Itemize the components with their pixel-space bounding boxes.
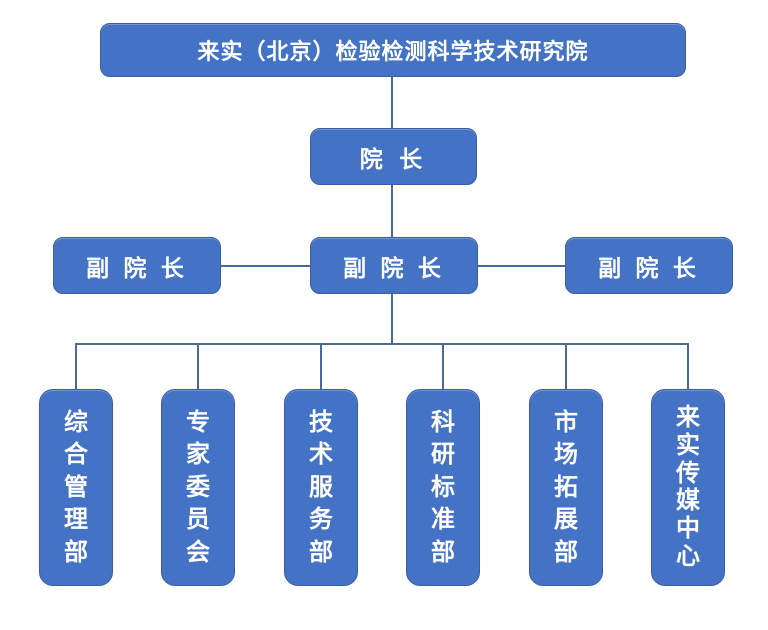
- dept-label-char: 合: [64, 441, 88, 468]
- dept-label-char: 部: [309, 538, 333, 566]
- dept-label-char: 研: [431, 441, 455, 468]
- connector-drop-6: [687, 343, 689, 389]
- dept-label-char: 中: [676, 515, 700, 543]
- connector-root-president: [391, 77, 393, 128]
- dept-label-char: 科: [431, 408, 455, 436]
- org-node-dept-research-standards: 科研标准部: [406, 389, 480, 586]
- connector-vp-bus: [391, 294, 393, 343]
- dept-label-char: 心: [676, 543, 700, 571]
- dept-label-char: 专: [186, 408, 210, 436]
- dept-label-char: 媒: [676, 487, 700, 515]
- connector-vp-left: [221, 265, 310, 267]
- dept-label-char: 员: [186, 506, 210, 533]
- dept-label-char: 传: [676, 459, 700, 487]
- dept-label-char: 来: [676, 403, 700, 431]
- dept-label-char: 服: [309, 473, 333, 501]
- connector-drop-1: [75, 343, 77, 389]
- org-node-vice-president-left: 副 院 长: [53, 237, 221, 294]
- org-node-dept-comprehensive-management: 综合管理部: [39, 389, 113, 586]
- dept-label-char: 展: [554, 506, 578, 533]
- dept-label-char: 准: [431, 506, 455, 533]
- org-node-root: 来实（北京）检验检测科学技术研究院: [100, 23, 686, 77]
- dept-label-char: 家: [186, 441, 210, 468]
- org-node-dept-technical-service: 技术服务部: [284, 389, 358, 586]
- connector-president-vp: [391, 185, 393, 237]
- dept-label-char: 部: [64, 538, 88, 566]
- connector-drop-3: [320, 343, 322, 389]
- connector-drop-4: [442, 343, 444, 389]
- org-node-vice-president-center: 副 院 长: [310, 237, 478, 294]
- dept-label-char: 市: [554, 408, 578, 436]
- dept-label-char: 术: [309, 441, 333, 468]
- dept-label-char: 技: [309, 408, 333, 436]
- dept-label-char: 标: [431, 473, 455, 501]
- org-node-dept-media-center: 来实传媒中心: [651, 389, 725, 586]
- dept-label-char: 实: [676, 431, 700, 459]
- dept-label-char: 理: [64, 506, 88, 533]
- dept-label-char: 部: [554, 538, 578, 566]
- dept-label-char: 会: [186, 538, 210, 566]
- connector-drop-2: [197, 343, 199, 389]
- dept-label-char: 部: [431, 538, 455, 566]
- org-node-vice-president-right: 副 院 长: [565, 237, 733, 294]
- dept-label-char: 场: [554, 441, 578, 468]
- org-node-dept-expert-committee: 专家委员会: [161, 389, 235, 586]
- dept-label-char: 综: [64, 408, 88, 436]
- dept-label-char: 管: [64, 473, 88, 501]
- dept-label-char: 委: [186, 473, 210, 501]
- dept-label-char: 务: [309, 506, 333, 533]
- connector-bus: [75, 343, 689, 345]
- connector-drop-5: [565, 343, 567, 389]
- dept-label-char: 拓: [554, 473, 578, 501]
- connector-vp-right: [477, 265, 565, 267]
- org-node-president: 院 长: [310, 128, 477, 185]
- org-node-dept-market-expansion: 市场拓展部: [529, 389, 603, 586]
